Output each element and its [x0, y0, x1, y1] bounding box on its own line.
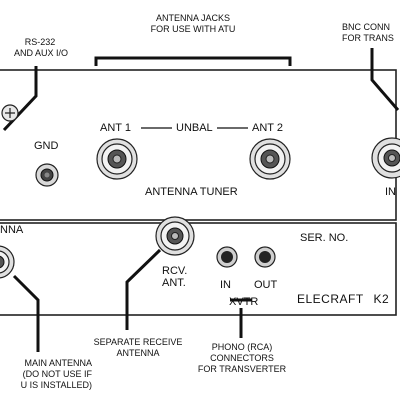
rcv-ant-label: RCV. ANT. [162, 265, 188, 289]
gnd-label: GND [34, 140, 59, 152]
bnc-in-label: IN [385, 186, 396, 198]
xvtr-label: XVTR [229, 296, 259, 308]
ant2-connector-icon [249, 138, 291, 180]
bnc-callout: BNC CONN FOR TRANS [342, 22, 394, 43]
brand-name: ELECRAFT [297, 292, 364, 306]
separate-receive-leader [125, 248, 162, 330]
rcv-ant-connector-icon [155, 216, 195, 256]
bnc-leader [370, 48, 400, 111]
main-antenna-partial-label: NNA [0, 224, 24, 236]
xvtr-out-jack-icon [254, 246, 276, 268]
unbal-label: UNBAL [176, 122, 213, 134]
main-antenna-connector-icon [0, 245, 15, 279]
antenna-jacks-bracket [94, 56, 292, 66]
xvtr-in-jack-icon [216, 246, 238, 268]
antenna-tuner-label: ANTENNA TUNER [145, 186, 238, 198]
serial-number-label: SER. NO. [300, 232, 349, 244]
phono-leader [230, 298, 252, 338]
bnc-connector-icon [371, 137, 400, 179]
antenna-jacks-callout: ANTENNA JACKS FOR USE WITH ATU [150, 13, 236, 34]
lower-panel [0, 222, 397, 316]
separate-receive-callout: SEPARATE RECEIVE ANTENNA [93, 337, 183, 358]
main-antenna-callout: MAIN ANTENNA (DO NOT USE IF U IS INSTALL… [20, 358, 92, 390]
rs232-callout: RS-232 AND AUX I/O [14, 37, 69, 58]
brand-label: ELECRAFT K2 [297, 293, 389, 305]
upper-panel [0, 69, 397, 221]
xvtr-in-label: IN [220, 279, 231, 291]
ant1-label: ANT 1 [100, 122, 131, 134]
gnd-post-icon [35, 163, 59, 187]
model-name: K2 [373, 292, 390, 306]
main-antenna-leader [12, 274, 40, 352]
ant2-label: ANT 2 [252, 122, 283, 134]
phono-callout: PHONO (RCA) CONNECTORS FOR TRANSVERTER [197, 342, 287, 374]
xvtr-out-label: OUT [254, 279, 278, 291]
screw-icon [1, 104, 19, 122]
ant1-connector-icon [96, 138, 138, 180]
